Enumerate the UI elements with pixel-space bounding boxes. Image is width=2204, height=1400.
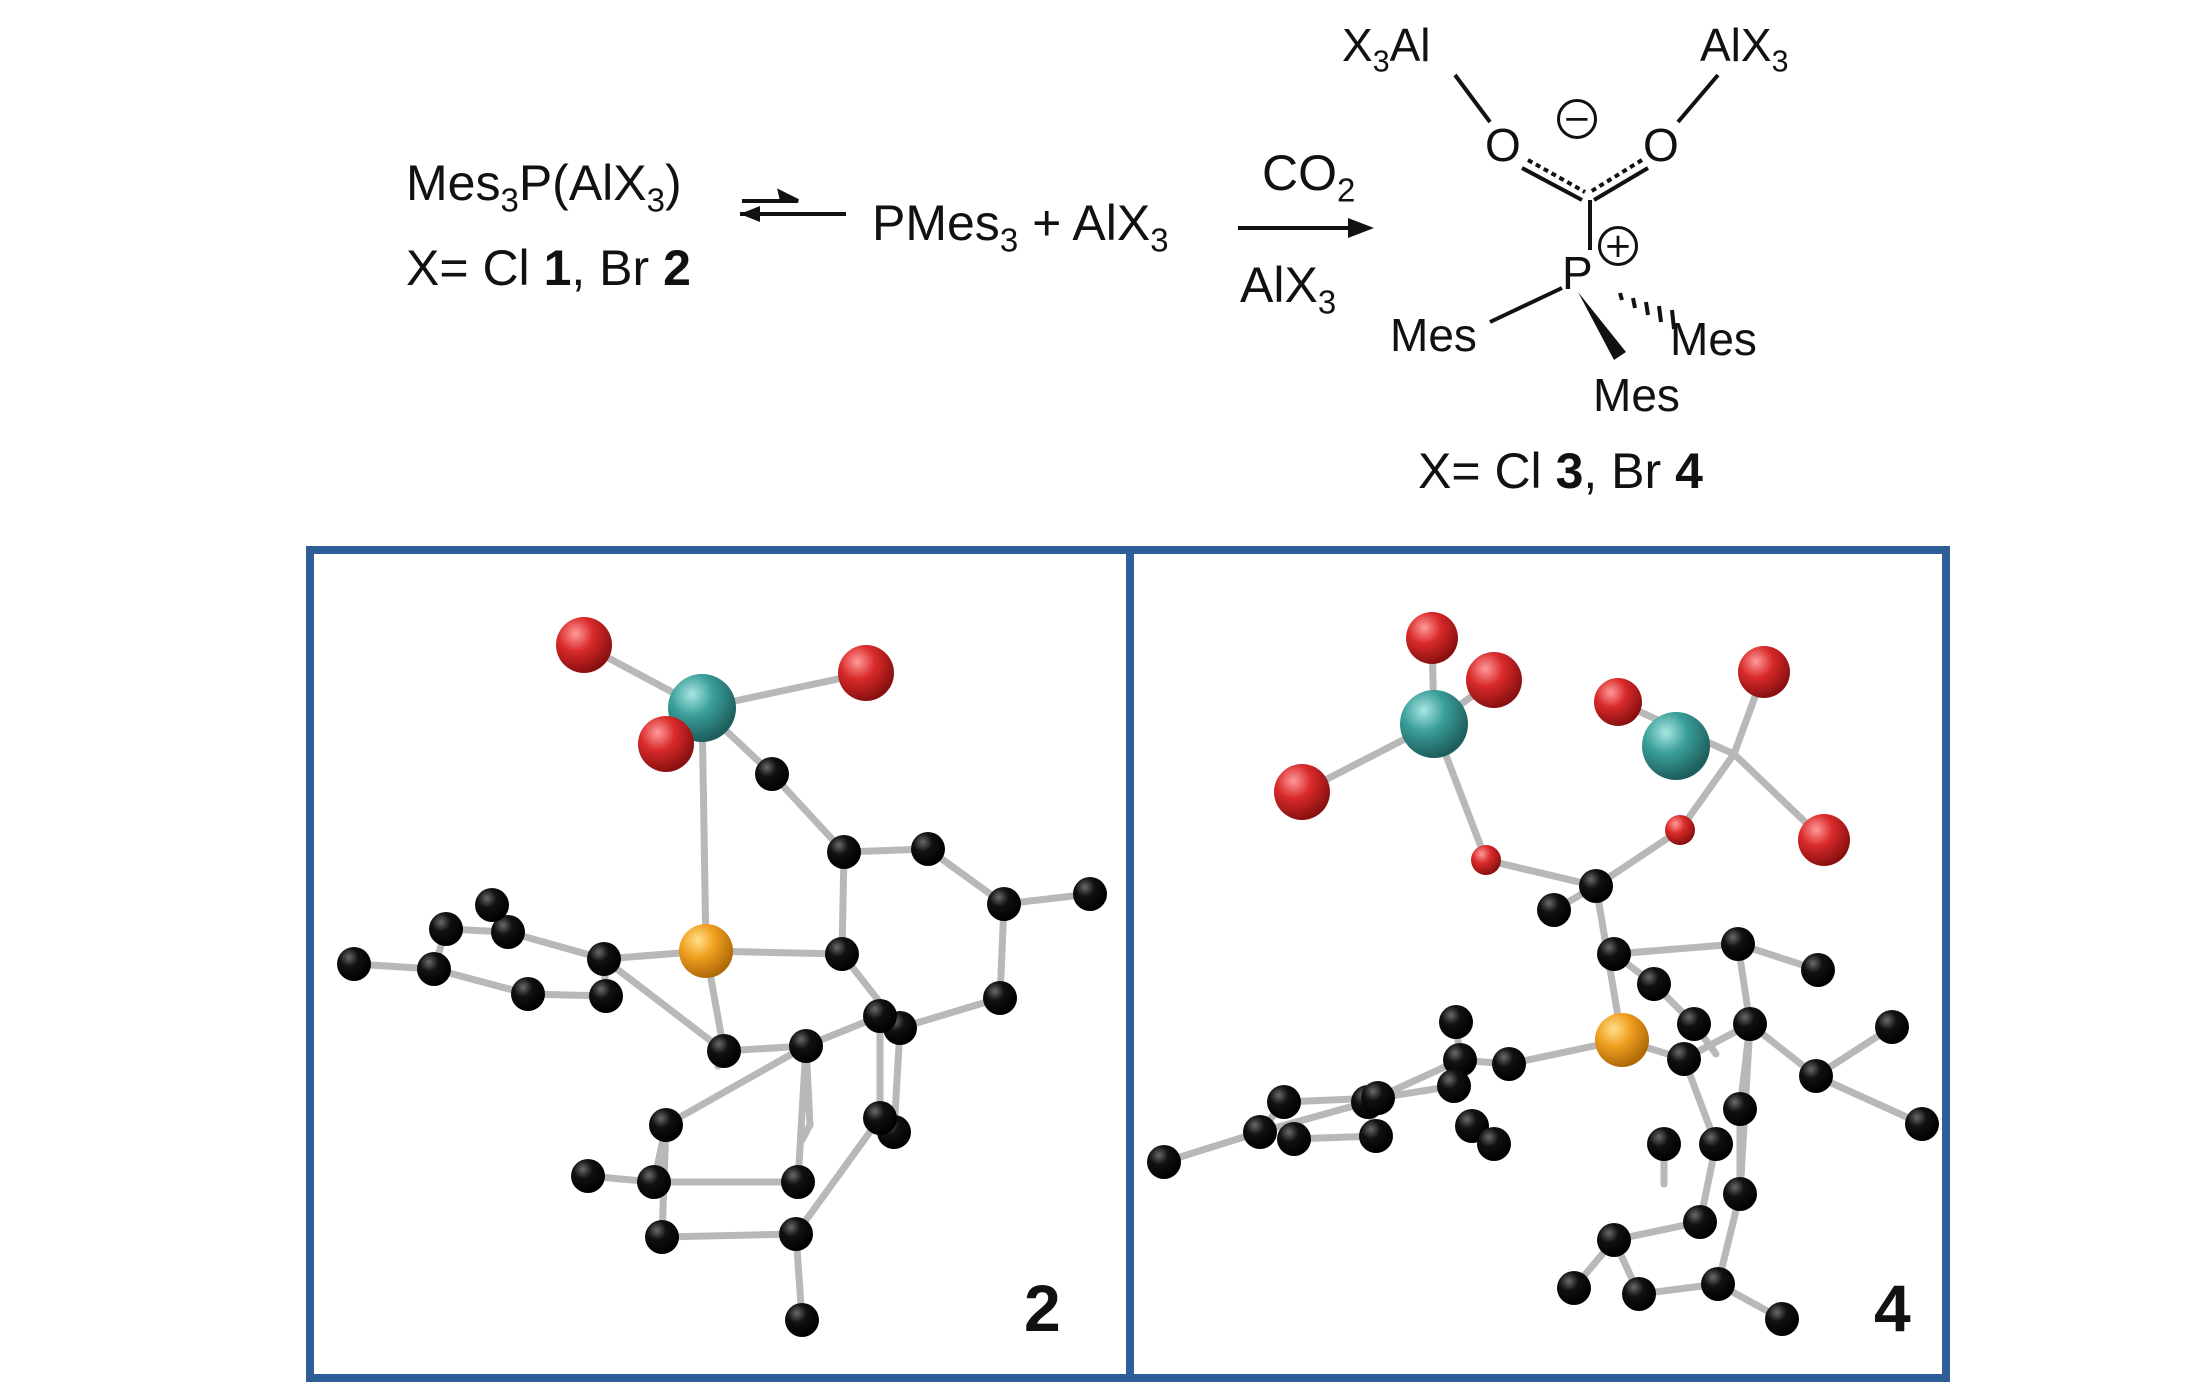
molecule-2-atoms	[337, 617, 1107, 1337]
product-phosphorus: P	[1562, 247, 1593, 299]
panel-label: 4	[1874, 1271, 1911, 1345]
molecule-2-bonds	[350, 641, 1094, 1324]
product-bonds	[1453, 73, 1720, 324]
wedge-bond-icon	[1578, 292, 1626, 360]
product-oxygen-left: O	[1485, 119, 1521, 171]
molecule-4-render	[1147, 612, 1939, 1336]
negative-charge-icon: −	[1557, 99, 1597, 139]
arrow-reagent-below: AlX3	[1240, 257, 1337, 321]
crystal-structure-panel-2: 2	[306, 546, 1134, 1382]
panel-label: 2	[1024, 1271, 1061, 1345]
arrow-reagent-above: CO2	[1262, 145, 1356, 209]
product-mes-bottom: Mes	[1593, 369, 1680, 421]
reaction-arrow-icon	[1238, 218, 1374, 238]
hashed-bond-icon	[1618, 292, 1676, 330]
product-oxygen-right: O	[1643, 119, 1679, 171]
molecule-2-render	[337, 617, 1107, 1337]
product-mes-right: Mes	[1670, 313, 1757, 365]
product-mes-left: Mes	[1390, 309, 1477, 361]
product-left-aluminum: X3Al	[1342, 19, 1431, 79]
scheme-arrows-and-bonds	[740, 73, 1720, 360]
product-right-aluminum: AlX3	[1700, 19, 1789, 79]
equilibrium-arrow-icon	[740, 188, 846, 222]
molecule-4-atoms	[1147, 612, 1939, 1336]
reactant-label: X= Cl 1, Br 2	[406, 240, 691, 296]
crystal-structure-panel-4: 4	[1126, 546, 1950, 1382]
positive-charge-icon: +	[1598, 226, 1638, 266]
product-label: X= Cl 3, Br 4	[1418, 443, 1703, 499]
intermediate-formula: PMes3 + AlX3	[872, 195, 1169, 259]
reactant-formula: Mes3P(AlX3)	[406, 155, 682, 219]
